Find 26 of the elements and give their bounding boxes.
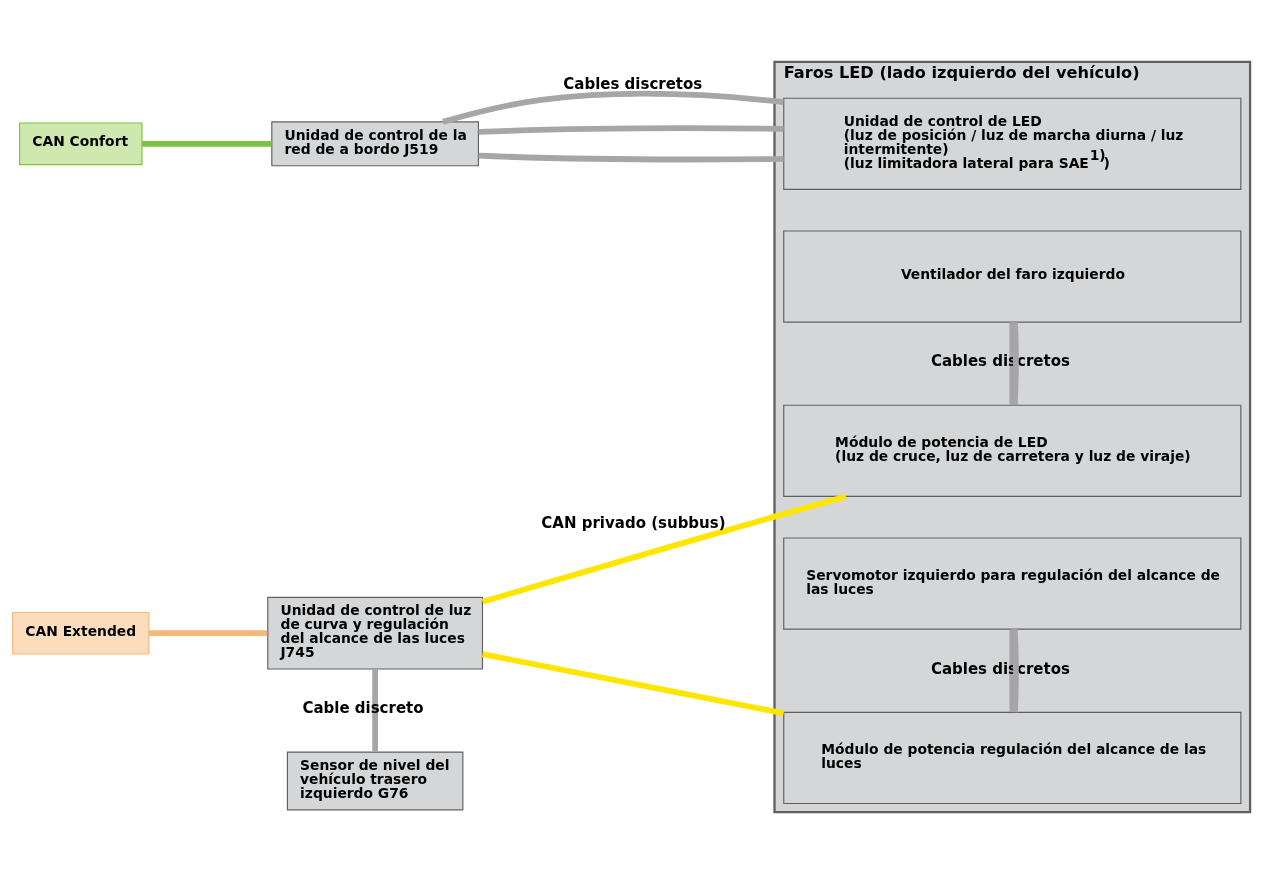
connector [478,125,784,135]
connector [1011,322,1019,406]
connector [1009,322,1016,406]
connector [1011,629,1019,713]
node-box: Módulo de potencia regulación del alcance de las luces [783,711,1242,805]
node-box: Sensor de nivel del vehículo trasero izquierdo G76 [286,751,464,811]
node-box: Ventilador del faro izquierdo [783,230,1242,323]
node-box: Servomotor izquierdo para regulación del alcance de las luces [783,537,1242,630]
connector [442,90,784,125]
node-box: CAN Extended [12,611,150,655]
edge-label: Cables discretos [930,659,1070,678]
edge-label: Cable discreto [302,699,424,718]
connector [478,152,784,163]
connector [372,669,378,752]
edge-label: Cables discretos [930,352,1070,371]
connector [148,630,268,637]
node-box: Unidad de control de la red de a bordo J519 [271,121,479,167]
edge-label: CAN privado (subbus) [541,513,726,532]
connector [482,651,785,717]
connector [142,140,272,147]
node-box: Módulo de potencia de LED (luz de cruce, luz de carretera y luz de viraje) [783,404,1242,498]
connector [481,493,847,605]
node-box: CAN Confort [19,122,143,166]
connector [1009,629,1016,713]
edge-label: Cables discretos [563,74,703,93]
node-box: Unidad de control de luz de curva y regulación del alcance de las luces J745 [267,596,484,670]
